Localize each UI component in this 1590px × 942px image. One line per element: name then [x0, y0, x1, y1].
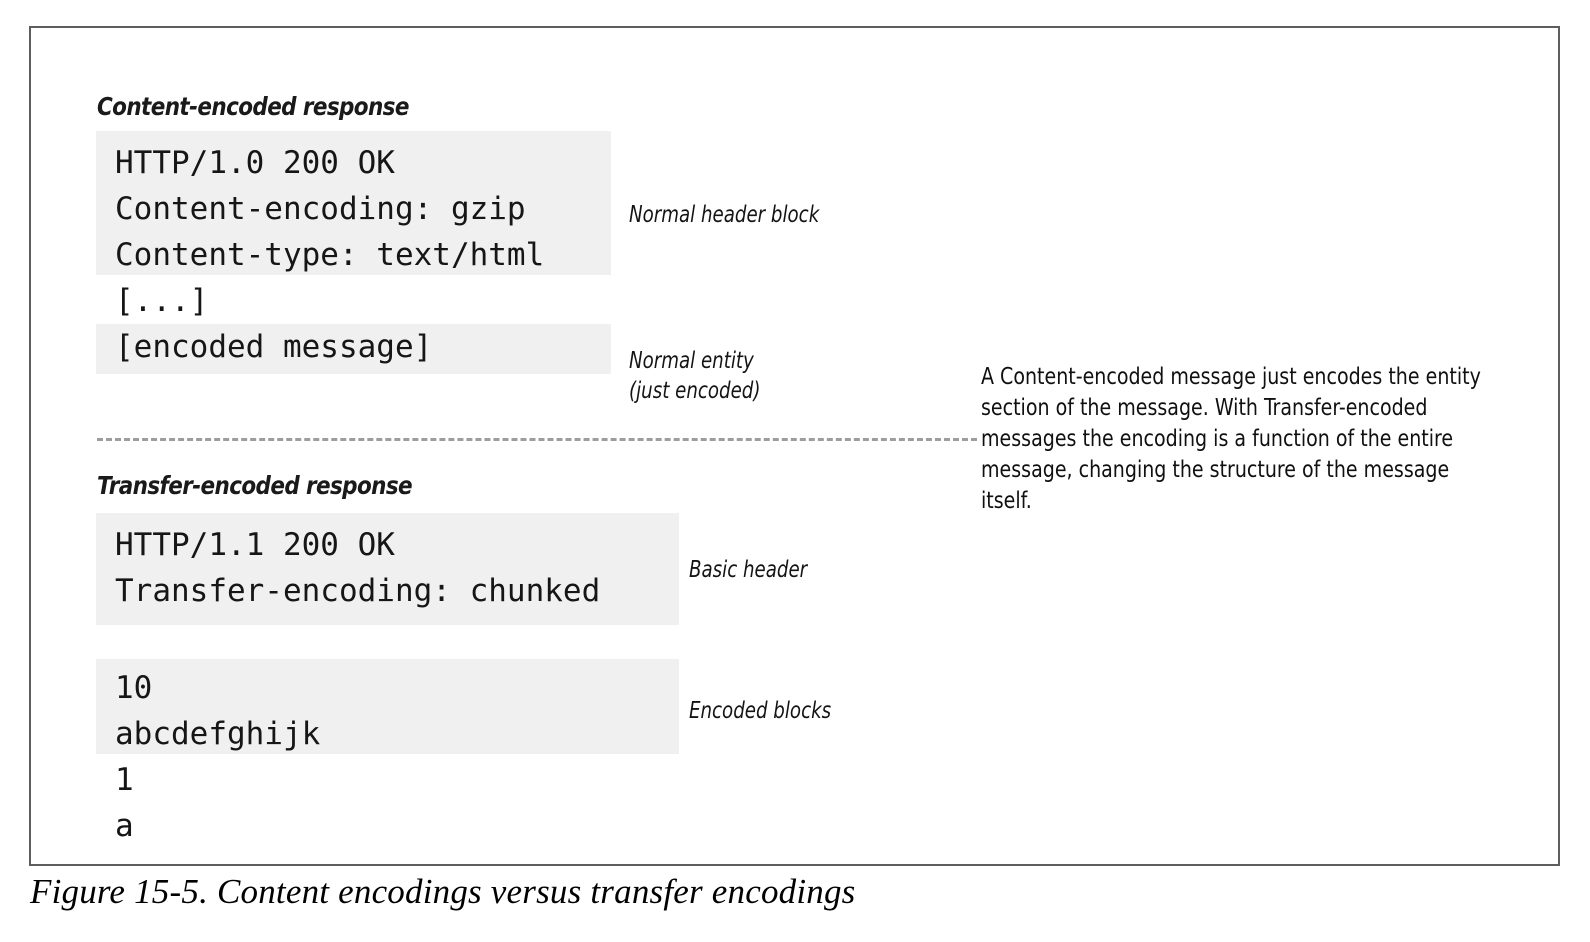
- content-encoded-response-code: HTTP/1.0 200 OK Content-encoding: gzip C…: [115, 145, 545, 365]
- content-encoded-response-heading: Content-encoded response: [97, 92, 409, 121]
- encoded-blocks-highlight: [96, 659, 679, 754]
- callout-basic-header: Basic header: [689, 557, 808, 583]
- callout-encoded-blocks: Encoded blocks: [689, 698, 832, 724]
- figure-caption: Figure 15-5. Content encodings versus tr…: [30, 872, 856, 911]
- figure-frame: Content-encoded response HTTP/1.0 200 OK…: [29, 26, 1560, 866]
- content-encoded-entity-highlight: [96, 324, 611, 374]
- explanation-note: A Content-encoded message just encodes t…: [981, 362, 1481, 514]
- callout-normal-entity: Normal entity (just encoded): [629, 348, 761, 404]
- callout-normal-header-block: Normal header block: [629, 202, 820, 228]
- transfer-encoded-header-code: HTTP/1.1 200 OK Transfer-encoding: chunk…: [115, 527, 601, 609]
- transfer-encoded-blocks-code: 10 abcdefghijk 1 a: [115, 670, 321, 844]
- section-divider: [97, 438, 977, 441]
- content-encoded-header-highlight: [96, 131, 611, 275]
- transfer-encoded-header-highlight: [96, 513, 679, 625]
- transfer-encoded-response-heading: Transfer-encoded response: [97, 471, 413, 500]
